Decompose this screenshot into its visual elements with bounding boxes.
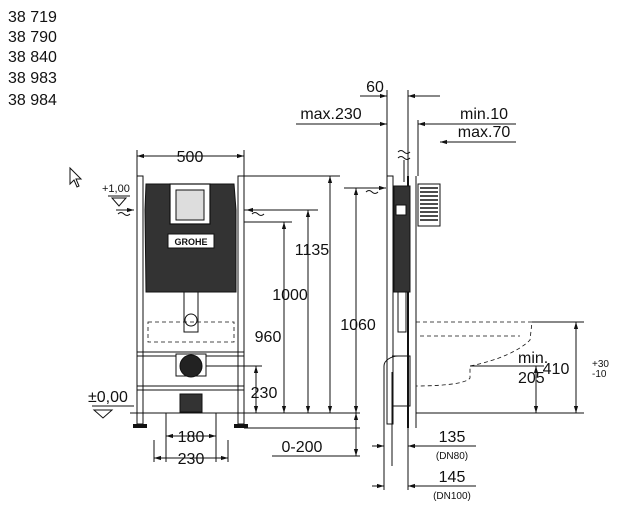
flush-plate-inner bbox=[175, 189, 205, 221]
dim-230-vertical-label: 230 bbox=[251, 385, 278, 402]
dim-1000-label: 1000 bbox=[272, 287, 308, 304]
dim-min10-label: min.10 bbox=[460, 106, 508, 123]
drain-elbow bbox=[179, 393, 203, 413]
level-top-symbol-icon bbox=[108, 195, 130, 207]
brand-logo-text: GROHE bbox=[174, 237, 207, 247]
article-number-3: 38 840 bbox=[8, 49, 57, 66]
dim-410-label: 410 bbox=[543, 361, 570, 378]
article-number-5: 38 984 bbox=[8, 92, 57, 109]
actuator-panel-hatching bbox=[420, 187, 438, 221]
article-number-list: 38 719 38 790 38 840 38 983 38 984 bbox=[8, 9, 57, 109]
dim-dn100-label: (DN100) bbox=[433, 491, 471, 502]
dim-960-label: 960 bbox=[255, 329, 282, 346]
drain-pipe-icon bbox=[179, 354, 203, 378]
dim-205-value-label: 205 bbox=[518, 370, 545, 387]
water-wave-side-icon bbox=[365, 190, 379, 194]
dim-1135-label: 1135 bbox=[295, 242, 330, 259]
dim-dn80-label: (DN80) bbox=[436, 451, 468, 462]
frame-left-leg bbox=[136, 175, 144, 425]
dim-180-label: 180 bbox=[178, 429, 205, 446]
inlet-valve-box bbox=[395, 204, 407, 216]
frame-side-profile bbox=[386, 175, 394, 425]
wc-bowl-side-outline bbox=[415, 321, 533, 387]
dim-145-label: 145 bbox=[439, 469, 466, 486]
dim-0-200-label: 0-200 bbox=[282, 439, 323, 456]
cistern-side bbox=[393, 185, 411, 293]
drain-bend-side bbox=[392, 355, 411, 407]
side-view: 60 max.230 min.10 max.70 1060 min. 205 4… bbox=[296, 79, 609, 502]
frame-right-foot bbox=[234, 424, 248, 428]
floor-level-triangle-icon bbox=[92, 409, 114, 419]
flush-pipe-side bbox=[397, 291, 407, 333]
water-wave-right-icon bbox=[251, 212, 265, 216]
frame-left-foot bbox=[133, 424, 147, 428]
water-wave-left-icon bbox=[117, 212, 131, 216]
article-number-1: 38 719 bbox=[8, 9, 57, 26]
dim-205-min-label: min. bbox=[518, 350, 548, 367]
article-number-4: 38 983 bbox=[8, 70, 57, 87]
floor-level-label: ±0,00 bbox=[88, 389, 128, 406]
dim-max70-label: max.70 bbox=[458, 124, 511, 141]
dim-500-label: 500 bbox=[177, 149, 204, 166]
mouse-cursor-icon bbox=[69, 166, 83, 188]
drain-curve bbox=[383, 355, 399, 367]
dim-410-tol-plus: +30 bbox=[592, 359, 609, 370]
brand-badge bbox=[167, 233, 215, 249]
dim-135-label: 135 bbox=[439, 429, 466, 446]
wc-bowl-outline bbox=[147, 321, 235, 343]
article-number-2: 38 790 bbox=[8, 29, 57, 46]
dim-410-tol-minus: -10 bbox=[592, 369, 607, 380]
frame-right-leg bbox=[237, 175, 245, 425]
dim-1060-label: 1060 bbox=[340, 317, 376, 334]
dim-230-horizontal-label: 230 bbox=[178, 451, 205, 468]
front-view: GROHE 500 +1,00 ±0,00 1135 bbox=[88, 149, 360, 468]
dim-60-label: 60 bbox=[366, 79, 384, 96]
level-plus-one-label: +1,00 bbox=[102, 183, 130, 195]
flush-pipe-elbow bbox=[184, 313, 198, 327]
dim-max230-label: max.230 bbox=[300, 106, 361, 123]
